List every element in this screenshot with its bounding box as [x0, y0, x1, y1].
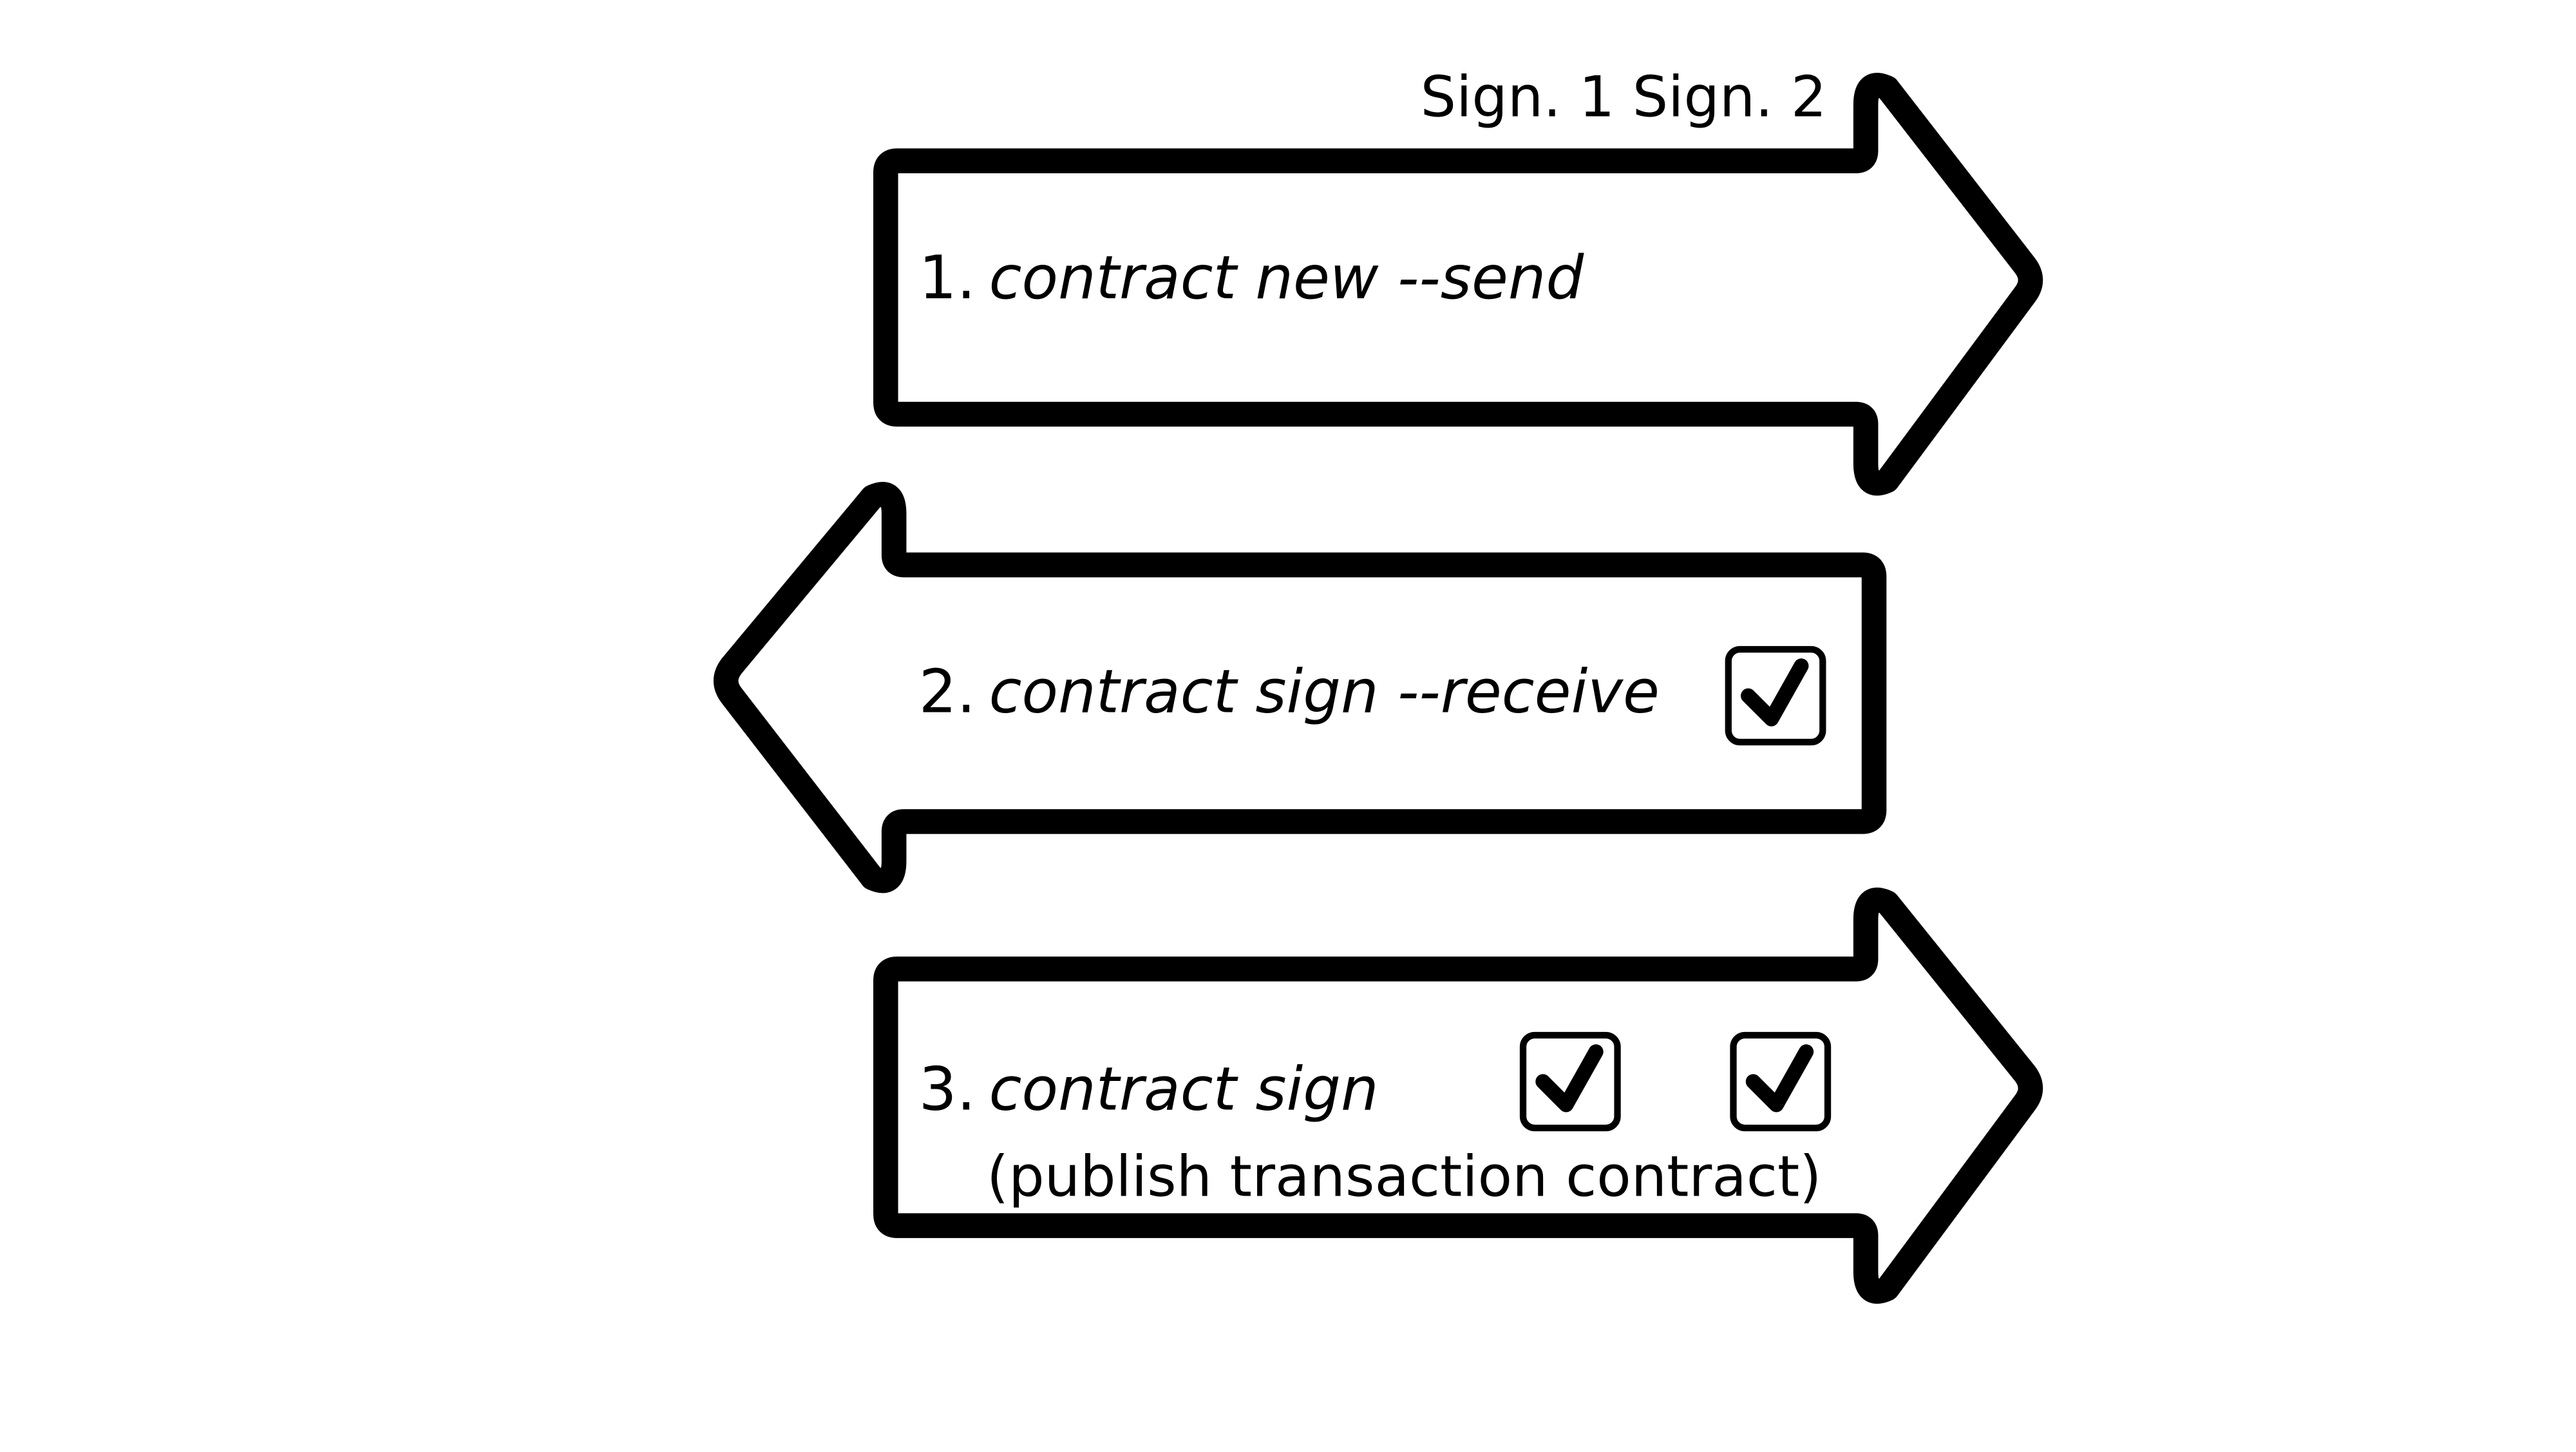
step-1-label: 1.contract new --send	[919, 243, 1585, 312]
step-2-arrow: 2.contract sign --receive	[714, 482, 1887, 893]
step-3-command: contract sign	[989, 1055, 1379, 1124]
step-3-sign1-checkbox-icon	[1519, 1031, 1621, 1132]
step-3-number: 3.	[919, 1055, 976, 1124]
step-2-label: 2.contract sign --receive	[919, 657, 1660, 727]
step-1-arrow-outline	[873, 73, 2043, 496]
sign2-header: Sign. 2	[1633, 64, 1827, 129]
step-1-arrow: 1.contract new --send	[873, 73, 2043, 496]
sign1-header: Sign. 1	[1421, 64, 1615, 129]
step-2-number: 2.	[919, 657, 976, 727]
step-1-command: contract new --send	[989, 243, 1585, 312]
step-3-arrow-outline	[873, 888, 2043, 1304]
step-3-label: 3.contract sign	[919, 1055, 1379, 1124]
step-2-sign2-checkbox-icon	[1725, 645, 1826, 746]
step-3-sign2-checkbox-icon	[1730, 1031, 1832, 1132]
step-2-command: contract sign --receive	[989, 657, 1660, 727]
step-3-arrow: 3.contract sign (publish transaction con…	[873, 888, 2043, 1304]
step-2-arrow-outline	[714, 482, 1887, 893]
step-1-number: 1.	[919, 243, 976, 312]
step-3-note: (publish transaction contract)	[987, 1143, 1821, 1209]
